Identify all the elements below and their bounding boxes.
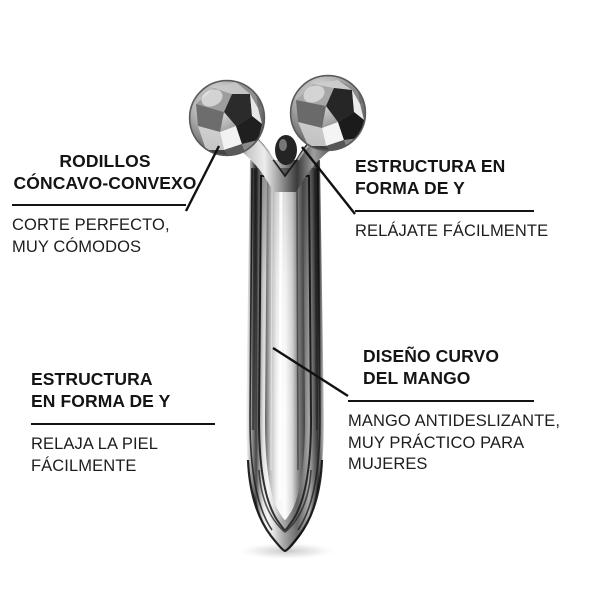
handle-tip-inner-ring: [258, 469, 312, 533]
yoke-center-node-highlight: [279, 139, 287, 151]
callout-handle-subtitle: MANGO ANTIDESLIZANTE, MUY PRÁCTICO PARA …: [348, 411, 561, 474]
callout-handle: DISEÑO CURVO DEL MANGO MANGO ANTIDESLIZA…: [348, 345, 595, 476]
yoke-arm-highlight-left: [248, 132, 274, 161]
roller-right: [289, 74, 367, 152]
leader-line-y-structure: [301, 146, 356, 215]
callout-y-structure-title: ESTRUCTURA EN FORMA DE Y: [355, 156, 506, 199]
callout-rollers-title: RODILLOS CÓNCAVO-CONVEXO: [13, 151, 197, 194]
callout-y-structure-subtitle: RELÁJATE FÁCILMENTE: [355, 221, 549, 240]
callout-y-structure-2-title: ESTRUCTURA EN FORMA DE Y: [31, 369, 171, 412]
callout-handle-rule: [348, 399, 534, 402]
roller-right-facets: [290, 75, 366, 151]
callout-rollers: RODILLOS CÓNCAVO-CONVEXO CORTE PERFECTO,…: [12, 150, 227, 258]
roller-left-rim: [188, 79, 266, 157]
yoke-body: [234, 128, 336, 192]
y-yoke: [234, 127, 336, 192]
handle-highlight-1: [278, 181, 283, 501]
yoke-center-node: [275, 135, 297, 165]
callout-y-structure-2: ESTRUCTURA EN FORMA DE Y RELAJA LA PIEL …: [31, 368, 246, 477]
handle-edge-dark-left: [251, 169, 257, 431]
callout-y-structure-2-subtitle: RELAJA LA PIEL FÁCILMENTE: [31, 434, 159, 475]
callout-rollers-subtitle: CORTE PERFECTO, MUY CÓMODOS: [12, 215, 170, 256]
handle-body: [246, 160, 324, 552]
handle-tip-ring: [246, 459, 324, 553]
callout-y-structure-2-rule: [31, 422, 215, 425]
handle: [246, 160, 324, 553]
callout-y-structure-rule: [355, 209, 534, 212]
handle-rib-right: [297, 167, 321, 531]
yoke-outline: [242, 127, 327, 178]
handle-rib-left: [249, 167, 273, 531]
handle-highlight-2: [270, 183, 273, 471]
handle-edge-dark-right: [313, 169, 319, 431]
roller-right-rim: [289, 74, 367, 152]
handle-core: [265, 180, 305, 520]
roller-right-specular: [303, 85, 325, 103]
roller-left-specular: [201, 89, 223, 107]
handle-shadow-streak: [296, 183, 299, 471]
callout-y-structure: ESTRUCTURA EN FORMA DE Y RELÁJATE FÁCILM…: [355, 155, 575, 243]
yoke-arm-highlight-right: [297, 132, 323, 161]
callout-handle-title: DISEÑO CURVO DEL MANGO: [363, 346, 500, 389]
callout-rollers-rule: [12, 203, 186, 206]
leader-line-handle: [272, 346, 349, 398]
product-shadow: [235, 542, 339, 560]
handle-inner-outline: [257, 175, 313, 532]
